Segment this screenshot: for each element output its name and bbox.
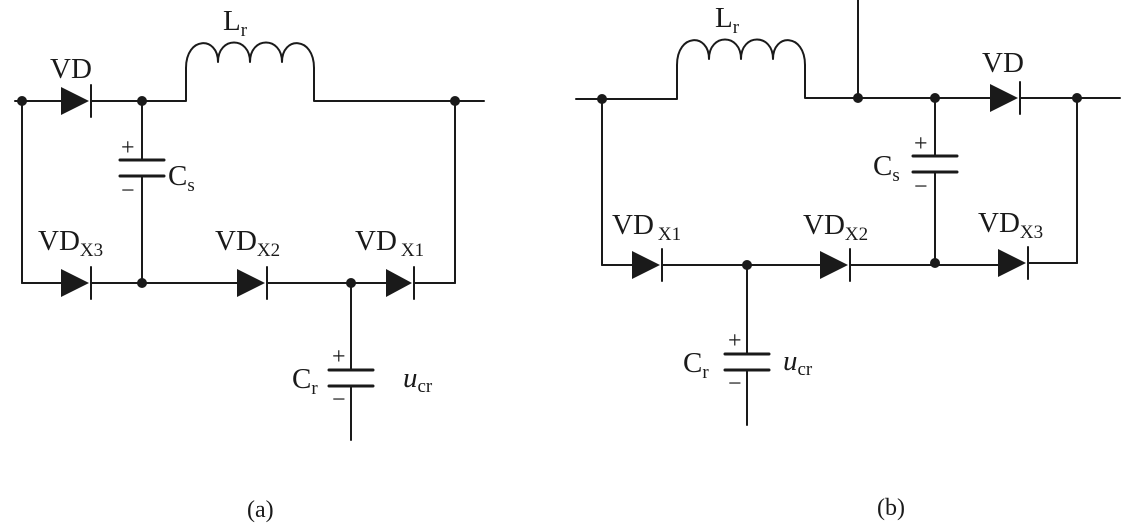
- diode-a-vd: [61, 84, 92, 118]
- label-a-cs-plus: +: [121, 135, 135, 161]
- diode-b-vdx1: [632, 248, 663, 282]
- inductor-b-lr: [676, 38, 806, 66]
- diode-b-vdx2: [820, 248, 851, 282]
- diode-a-vdx1: [386, 266, 415, 300]
- label-b-cs: Cs: [873, 150, 900, 186]
- junction-b-6: [930, 258, 940, 268]
- junction-a-4: [137, 278, 147, 288]
- diode-b-vd: [990, 81, 1021, 115]
- junction-a-1: [17, 96, 27, 106]
- wire-a-top-right: [313, 67, 485, 102]
- diode-a-vdx2: [237, 266, 268, 300]
- junction-b-3: [930, 93, 940, 103]
- label-b-cs-plus: +: [914, 131, 928, 157]
- label-b-lr: Lr: [715, 2, 740, 38]
- caption-b: (b): [877, 495, 905, 521]
- label-a-cr: Cr: [292, 363, 318, 399]
- wire-b-bottom: [601, 262, 1078, 266]
- label-a-vdx2: VDX2: [215, 225, 280, 261]
- label-a-cr-plus: +: [332, 344, 346, 370]
- label-b-cs-minus: −: [914, 174, 928, 200]
- wire-b-top-left: [575, 64, 678, 100]
- label-a-cr-minus: −: [332, 387, 346, 413]
- junction-b-2: [853, 93, 863, 103]
- label-a-vdx3: VDX3: [38, 225, 103, 261]
- label-a-lr: Lr: [223, 5, 248, 41]
- label-b-ucr: ucr: [783, 345, 813, 380]
- inductor-a-lr: [185, 41, 315, 69]
- junction-a-3: [450, 96, 460, 106]
- diode-a-vdx3: [61, 266, 92, 300]
- wire-a-top-left: [14, 67, 187, 102]
- diode-b-vdx3: [998, 246, 1029, 280]
- junction-b-5: [742, 260, 752, 270]
- label-b-cr-minus: −: [728, 371, 742, 397]
- junction-b-4: [1072, 93, 1082, 103]
- junction-a-5: [346, 278, 356, 288]
- label-b-vd: VD: [982, 47, 1024, 79]
- label-b-cr-plus: +: [728, 328, 742, 354]
- label-a-cs-minus: −: [121, 178, 135, 204]
- label-b-cr: Cr: [683, 347, 709, 383]
- wire-b-top-right: [804, 64, 1121, 99]
- caption-a: (a): [247, 497, 274, 523]
- junction-a-2: [137, 96, 147, 106]
- label-a-cs: Cs: [168, 160, 195, 196]
- junction-b-1: [597, 94, 607, 104]
- label-a-ucr: ucr: [403, 362, 433, 397]
- label-b-vdx2: VDX2: [803, 209, 868, 245]
- label-b-vdx3: VDX3: [978, 207, 1043, 243]
- label-a-vd: VD: [50, 53, 92, 85]
